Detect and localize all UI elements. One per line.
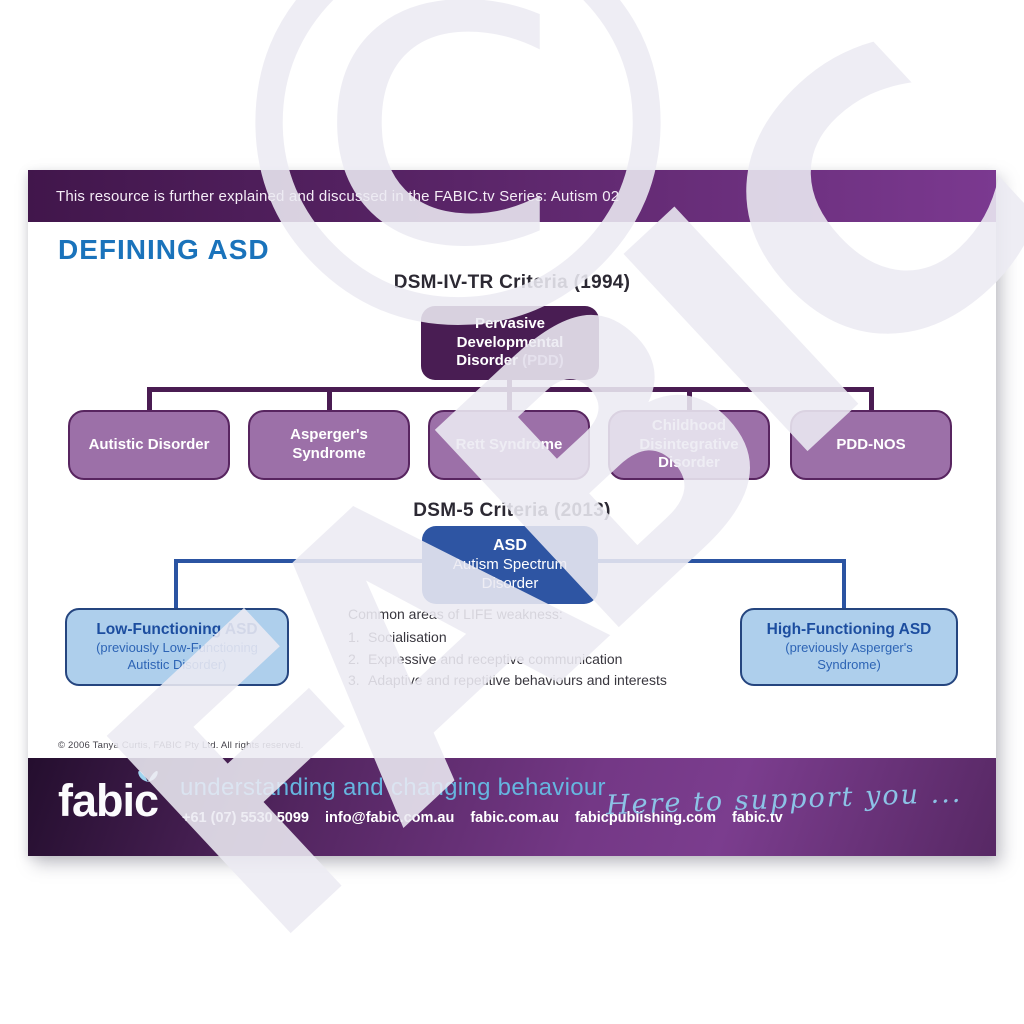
node-pervasive-developmental-disorder: Pervasive Developmental Disorder (PDD)	[421, 306, 599, 380]
connector-drop-2	[327, 389, 332, 411]
item-number: 1.	[348, 629, 360, 645]
connector-drop-low	[174, 559, 178, 608]
asd-name: Autism Spectrum Disorder	[452, 556, 568, 592]
item-text: Socialisation	[368, 629, 447, 645]
item-number: 2.	[348, 650, 360, 667]
connector-drop-3	[507, 389, 512, 411]
low-functioning-subtitle: (previously Low-Functioning Autistic Dis…	[96, 640, 258, 673]
asd-acronym: ASD	[493, 537, 527, 555]
node-aspergers-syndrome: Asperger's Syndrome	[248, 410, 410, 480]
notice-bar: This resource is further explained and d…	[28, 170, 996, 222]
copyright-line: © 2006 Tanya Curtis, FABIC Pty Ltd. All …	[58, 740, 304, 751]
node-pdd-nos: PDD-NOS	[790, 410, 952, 480]
list-item: 2. Expressive and receptive communicatio…	[348, 649, 728, 671]
fabic-logo: fabic	[58, 775, 159, 826]
tv-url: fabic.tv	[731, 810, 783, 826]
high-functioning-subtitle: (previously Asperger's Syndrome)	[785, 640, 913, 673]
node-low-functioning-asd: Low-Functioning ASD (previously Low-Func…	[65, 608, 289, 686]
high-functioning-title: High-Functioning ASD	[766, 620, 932, 638]
node-rett-syndrome: Rett Syndrome	[428, 410, 590, 480]
list-item: 1. Socialisation	[348, 627, 728, 649]
weakness-intro: Common areas of LIFE weakness:	[348, 606, 563, 622]
footer-contacts: +61 (07) 5530 5099 info@fabic.com.au fab…	[182, 810, 783, 826]
connector-root-stem	[507, 380, 512, 389]
publishing-url: fabicpublishing.com	[574, 810, 716, 826]
footer-bar: fabic understanding and changing behavio…	[28, 758, 996, 856]
email-address: info@fabic.com.au	[324, 810, 455, 826]
connector-drop-1	[147, 389, 152, 411]
low-functioning-title: Low-Functioning ASD	[96, 620, 258, 638]
node-childhood-disintegrative-disorder: Childhood Disintegrative Disorder	[608, 410, 770, 480]
connector-drop-4	[687, 389, 692, 411]
pdd-acronym: (PDD)	[522, 352, 564, 370]
pdd-label: Pervasive Developmental Disorder (PDD)	[456, 314, 564, 370]
item-text: Adaptive and repetitive behaviours and i…	[368, 672, 667, 689]
item-text: Expressive and receptive communication	[368, 650, 623, 667]
item-number: 3.	[348, 672, 360, 689]
website-url: fabic.com.au	[470, 810, 559, 826]
dsm-5-heading: DSM-5 Criteria (2013)	[413, 500, 611, 521]
notice-text: This resource is further explained and d…	[56, 187, 620, 205]
footer-script-text: Here to support you ...	[605, 777, 963, 822]
phone-number: +61 (07) 5530 5099	[182, 810, 309, 826]
connector-drop-5	[869, 389, 874, 411]
poster-page: This resource is further explained and d…	[28, 170, 996, 856]
list-item: 3. Adaptive and repetitive behaviours an…	[348, 670, 728, 692]
life-weakness-list: Common areas of LIFE weakness: 1. Social…	[348, 606, 728, 692]
node-autistic-disorder: Autistic Disorder	[68, 410, 230, 480]
node-autism-spectrum-disorder: ASD Autism Spectrum Disorder	[422, 526, 598, 604]
butterfly-icon	[136, 768, 160, 788]
page-title: DEFINING ASD	[58, 234, 270, 265]
connector-drop-high	[842, 559, 846, 608]
footer-tagline: understanding and changing behaviour	[180, 774, 606, 801]
dsm-iv-heading: DSM-IV-TR Criteria (1994)	[393, 272, 631, 293]
node-high-functioning-asd: High-Functioning ASD (previously Asperge…	[740, 608, 958, 686]
